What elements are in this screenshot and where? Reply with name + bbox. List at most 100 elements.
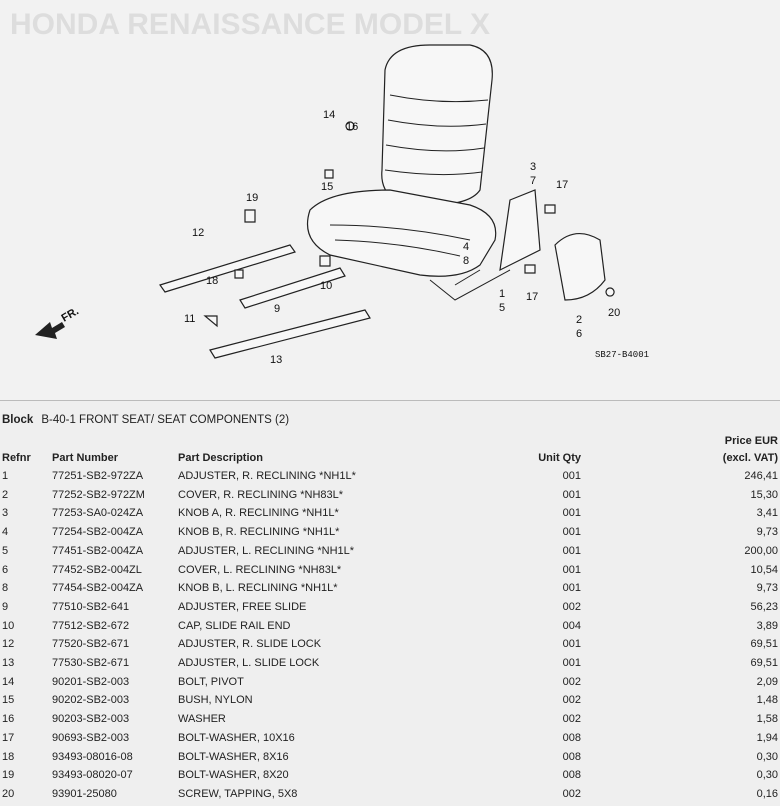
price-cell: 1,94: [756, 731, 778, 744]
refnr-cell: 10: [2, 619, 15, 632]
refnr-cell: 2: [2, 488, 9, 501]
part-number-cell: 93493-08020-07: [52, 769, 133, 782]
part-number-cell: 77510-SB2-641: [52, 600, 130, 613]
description-cell: ADJUSTER, L. RECLINING *NH1L*: [178, 544, 355, 557]
description-cell: COVER, R. RECLINING *NH83L*: [178, 488, 344, 501]
block-label: Block: [2, 414, 34, 426]
description-cell: ADJUSTER, R. SLIDE LOCK: [178, 638, 322, 651]
refnr-cell: 18: [2, 750, 15, 763]
recliner-adjuster: [499, 189, 541, 272]
header-price-note: (excl. VAT): [722, 452, 778, 464]
price-cell: 69,51: [750, 657, 778, 669]
block-heading: Block B-40-1 FRONT SEAT/ SEAT COMPONENTS …: [2, 414, 289, 426]
refnr-cell: 9: [2, 600, 9, 613]
refnr-cell: 4: [2, 526, 9, 539]
price-cell: 3,89: [756, 619, 778, 632]
qty-cell: 001: [562, 563, 581, 576]
parts-diagram: HONDA RENAISSANCE MODEL X FR. 14 16 15 3…: [0, 0, 780, 401]
qty-cell: 001: [562, 488, 581, 501]
diagram-code: SB27-B4001: [595, 350, 649, 360]
part-number-cell: 77530-SB2-671: [52, 657, 130, 669]
rail-13: [209, 309, 371, 359]
table-row: 2 77252-SB2-972ZM COVER, R. RECLINING *NH8…: [0, 489, 780, 507]
price-cell: 3,41: [756, 507, 778, 520]
description-cell: BOLT, PIVOT: [178, 675, 244, 688]
part-number-cell: 77251-SB2-972ZA: [52, 470, 144, 482]
table-row: 12 77520-SB2-671 ADJUSTER, R. SLIDE LOCK 00…: [0, 638, 780, 656]
callout: 13: [270, 354, 282, 366]
refnr-cell: 6: [2, 563, 9, 576]
rail-12: [159, 244, 296, 293]
front-label: FR.: [60, 305, 81, 324]
price-cell: 0,30: [756, 769, 778, 782]
description-cell: BUSH, NYLON: [178, 694, 253, 707]
refnr-cell: 3: [2, 507, 9, 520]
callout: 12: [192, 227, 204, 239]
description-cell: KNOB B, R. RECLINING *NH1L*: [178, 526, 340, 539]
qty-cell: 001: [562, 582, 581, 595]
qty-cell: 002: [562, 600, 581, 613]
header-refnr: Refnr: [2, 452, 31, 464]
part-number-cell: 77520-SB2-671: [52, 638, 130, 651]
part-number-cell: 77252-SB2-972ZM: [52, 488, 145, 501]
price-cell: 2,09: [756, 675, 778, 688]
header-part-number: Part Number: [52, 452, 119, 464]
part-number-cell: 77253-SA0-024ZA: [52, 507, 144, 520]
refnr-cell: 17: [2, 731, 15, 744]
refnr-cell: 20: [2, 787, 15, 800]
callout: 1: [499, 288, 505, 300]
callout: 17: [526, 291, 538, 303]
description-cell: KNOB B, L. RECLINING *NH1L*: [178, 582, 338, 595]
refnr-cell: 1: [2, 470, 9, 482]
part-number-cell: 77451-SB2-004ZA: [52, 544, 144, 557]
callout: 6: [576, 328, 582, 340]
description-cell: WASHER: [178, 713, 226, 726]
callout: 8: [463, 255, 469, 267]
part-number-cell: 77512-SB2-672: [52, 619, 130, 632]
price-cell: 0,30: [756, 750, 778, 763]
qty-cell: 008: [562, 731, 581, 744]
description-cell: SCREW, TAPPING, 5X8: [178, 787, 298, 800]
refnr-cell: 15: [2, 694, 15, 707]
callout: 17: [556, 179, 568, 191]
price-cell: 9,73: [756, 526, 778, 539]
qty-cell: 001: [562, 470, 581, 482]
table-row: 3 77253-SA0-024ZA KNOB A, R. RECLINING *NH…: [0, 507, 780, 525]
callout: 4: [463, 241, 469, 253]
refnr-cell: 14: [2, 675, 15, 688]
callout: 15: [321, 181, 333, 193]
refnr-cell: 13: [2, 657, 15, 669]
price-cell: 56,23: [750, 600, 778, 613]
callout: 10: [320, 280, 332, 292]
qty-cell: 002: [562, 675, 581, 688]
table-row: 9 77510-SB2-641 ADJUSTER, FREE SLIDE 002 56,…: [0, 601, 780, 619]
qty-cell: 008: [562, 750, 581, 763]
qty-cell: 008: [562, 769, 581, 782]
qty-cell: 002: [562, 787, 581, 800]
callout: 7: [530, 175, 536, 187]
description-cell: KNOB A, R. RECLINING *NH1L*: [178, 507, 339, 520]
qty-cell: 004: [562, 619, 581, 632]
callout: 5: [499, 302, 505, 314]
refnr-cell: 5: [2, 544, 9, 557]
part-number-cell: 93901-25080: [52, 787, 117, 800]
qty-cell: 001: [562, 526, 581, 539]
description-cell: BOLT-WASHER, 10X16: [178, 731, 295, 744]
callout: 3: [530, 161, 536, 173]
callout: 9: [274, 303, 280, 315]
price-cell: 10,54: [750, 563, 778, 576]
qty-cell: 001: [562, 544, 581, 557]
block-title: B-40-1 FRONT SEAT/ SEAT COMPONENTS (2): [41, 414, 290, 426]
refnr-cell: 16: [2, 713, 15, 726]
refnr-cell: 12: [2, 638, 15, 651]
qty-cell: 001: [562, 638, 581, 651]
description-cell: ADJUSTER, FREE SLIDE: [178, 600, 307, 613]
